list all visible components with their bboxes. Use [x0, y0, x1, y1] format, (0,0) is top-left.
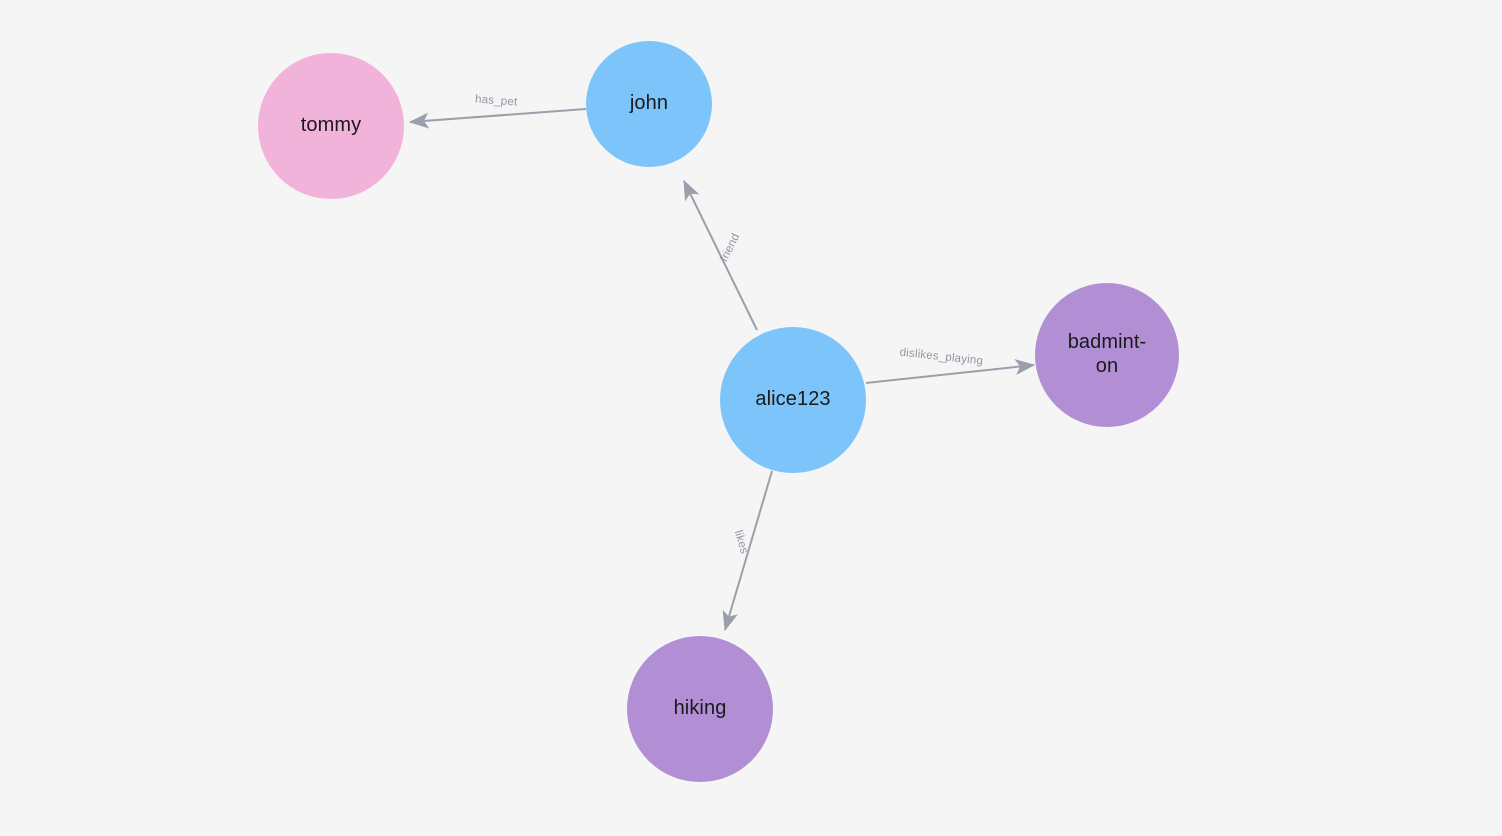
node-label: hiking [673, 697, 727, 720]
graph-node-tommy[interactable]: tommy [258, 53, 404, 199]
graph-edge[interactable]: friend [683, 179, 758, 331]
node-label: badmint- on [1067, 331, 1147, 377]
edge-line [683, 179, 758, 331]
edge-line [865, 359, 1036, 384]
edge-label: dislikes_playing [899, 347, 984, 368]
graph-edge[interactable]: dislikes_playing [865, 347, 1036, 384]
edge-label: has_pet [475, 93, 519, 108]
edge-label: likes [732, 529, 750, 555]
node-label: john [629, 92, 669, 115]
edge-line [722, 470, 773, 632]
graph-node-hiking[interactable]: hiking [627, 636, 773, 782]
graph-edge[interactable]: has_pet [408, 93, 587, 129]
node-label: tommy [300, 114, 362, 137]
node-label: alice123 [755, 388, 831, 411]
graph-node-badminton[interactable]: badmint- on [1035, 283, 1179, 427]
graph-node-alice123[interactable]: alice123 [720, 327, 866, 473]
graph-edge[interactable]: likes [722, 470, 773, 632]
edge-label: friend [718, 232, 742, 264]
edge-line [408, 108, 587, 129]
graph-node-john[interactable]: john [586, 41, 712, 167]
